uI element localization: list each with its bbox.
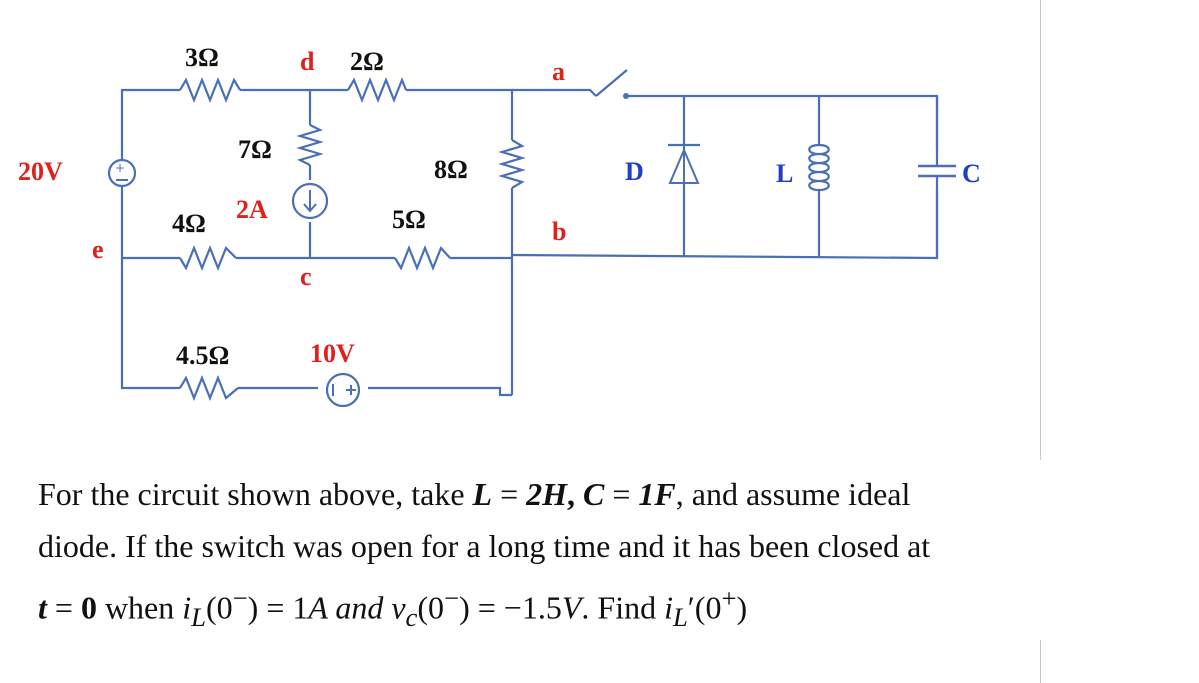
text-segment: ) = 1 [247,589,309,626]
math-A: A [308,589,328,626]
problem-line-3: t = 0 when iL(0−) = 1A and vc(0−) = −1.5… [38,572,1188,643]
text-segment: when [96,589,183,626]
label-node-c: c [300,262,312,291]
math-L: L [472,476,493,512]
label-4.5ohm: 4.5Ω [176,341,229,370]
wire-b-right-rail [511,190,939,260]
text-segment: For the circuit shown above, take [38,476,473,512]
label-capacitor: C [962,159,981,188]
problem-statement: For the circuit shown above, take L = 2H… [38,468,1188,643]
wire-top-2-to-a [406,88,514,140]
math-prime: ′ [687,589,695,626]
label-3ohm: 3Ω [185,43,219,72]
divider-top [1040,0,1041,460]
math-1F: 1F [638,476,676,512]
resistor-7ohm [296,124,324,166]
voltage-source-20v: + [107,158,137,188]
text-segment: ) = −1.5 [459,589,562,626]
wire-top-left [120,88,180,160]
resistor-4.5ohm [179,375,239,401]
diode-symbol [668,143,700,184]
label-10v: 10V [310,339,355,368]
math-i: i [182,589,192,626]
wire-left-vertical [120,186,180,390]
label-inductor: L [776,159,793,188]
text-and: and [327,589,392,626]
math-sup-minus: − [232,583,248,613]
text-segment: (0 [417,589,445,626]
resistor-8ohm [498,139,526,189]
math-sub-L: L [191,602,206,633]
wire-a-to-switch [512,88,597,97]
math-sub-L: L [672,602,688,633]
label-5ohm: 5Ω [392,205,426,234]
resistor-2ohm [347,77,408,103]
capacitor-symbol [918,164,956,178]
math-C: C [583,476,605,512]
label-20v: 20V [18,157,63,186]
text-segment: = [492,476,527,512]
label-7ohm: 7Ω [238,135,272,164]
switch-contact [623,93,629,99]
text-segment: = [604,476,639,512]
label-2a: 2A [236,195,268,224]
label-diode: D [625,157,644,186]
text-segment: = [46,589,81,626]
current-source-2a [291,182,329,220]
label-node-d: d [300,47,315,76]
label-4ohm: 4Ω [172,209,206,238]
voltage-source-10v [325,372,361,408]
wire-switch-to-right [624,94,939,150]
math-t: t [38,589,47,626]
problem-line-1: For the circuit shown above, take L = 2H… [38,468,1188,520]
wire-bottom-10v-to-right [368,386,512,397]
math-zero: 0 [80,589,97,626]
label-node-e: e [92,235,104,264]
label-8ohm: 8Ω [434,155,468,184]
problem-line-2: diode. If the switch was open for a long… [38,528,931,564]
math-sub-c: c [405,602,418,633]
switch-blade [595,69,628,97]
math-V: V [561,589,582,626]
resistor-4ohm [179,245,237,271]
text-segment: ) [736,589,748,626]
inductor-symbol [808,143,830,200]
math-i: i [664,589,673,626]
text-segment: , and assume ideal [675,476,911,512]
label-2ohm: 2Ω [350,47,384,76]
text-segment: . Find [581,589,665,626]
svg-text:+: + [115,161,125,175]
math-v: v [391,589,406,626]
divider-bottom [1040,640,1041,683]
label-node-a: a [552,57,565,86]
math-sup-minus: − [444,583,460,613]
circuit-diagram: + 3Ω d 2Ω a 7Ω 8Ω 20V D L C 4Ω 2A 5Ω b [18,43,981,408]
text-segment: , [567,476,584,512]
resistor-3ohm [179,77,241,103]
label-node-b: b [552,217,566,246]
wires [120,69,939,397]
math-2H: 2H [526,476,568,512]
math-sup-plus: + [721,583,737,613]
text-segment: (0 [694,589,722,626]
resistor-5ohm [394,245,451,271]
text-segment: (0 [205,589,233,626]
